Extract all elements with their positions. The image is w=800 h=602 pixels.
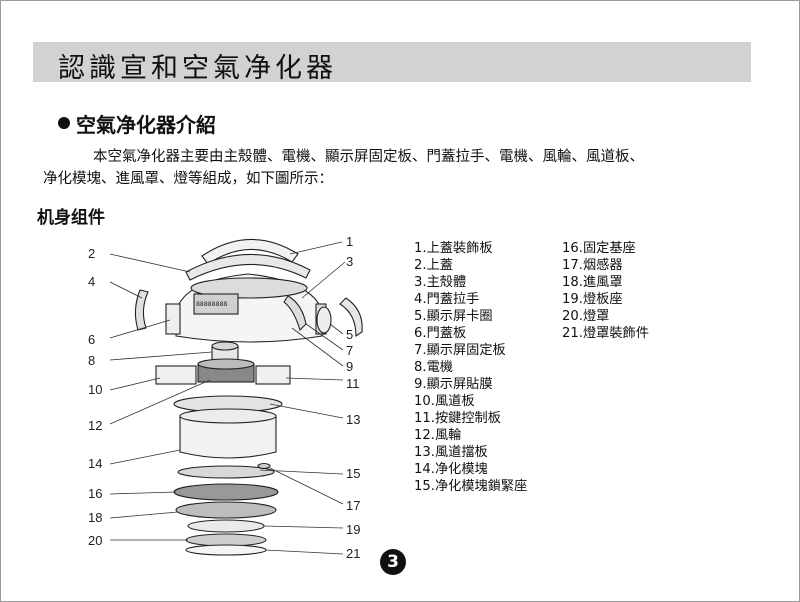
intro-line-2: 净化模塊、進風罩、燈等組成，如下圖所示： xyxy=(43,171,333,187)
part-item: 8.電機 xyxy=(414,360,453,375)
intro-paragraph: 本空氣净化器主要由主殼體、電機、顯示屏固定板、門蓋拉手、電機、風輪、風道板、 净… xyxy=(43,146,763,190)
parts-list-col2: 16.固定基座 17.烟感器 18.進風罩 19.燈板座 20.燈罩 21.燈罩… xyxy=(562,240,649,342)
display-bracket xyxy=(339,297,363,338)
callout-17: 17 xyxy=(346,498,360,513)
filter-top xyxy=(179,408,277,424)
intro-line-1: 本空氣净化器主要由主殼體、電機、顯示屏固定板、門蓋拉手、電機、風輪、風道板、 xyxy=(93,149,644,165)
title-bar xyxy=(33,42,751,82)
part-item: 12.風輪 xyxy=(414,428,462,443)
callout-2: 2 xyxy=(88,246,95,261)
callout-21: 21 xyxy=(346,546,360,561)
callout-9: 9 xyxy=(346,359,353,374)
inlet-cover xyxy=(175,501,277,519)
callout-20: 20 xyxy=(88,533,102,548)
parts-heading: 机身组件 xyxy=(37,208,105,228)
part-item: 20.燈罩 xyxy=(562,309,610,324)
top-lid xyxy=(185,253,311,281)
part-item: 9.顯示屏貼膜 xyxy=(414,377,493,392)
part-item: 6.門蓋板 xyxy=(414,326,467,341)
callout-18: 18 xyxy=(88,510,102,525)
callout-11: 11 xyxy=(346,376,360,391)
callout-15: 15 xyxy=(346,466,360,481)
shell-left-panel xyxy=(165,303,181,335)
key-board-right xyxy=(255,365,291,385)
part-item: 18.進風罩 xyxy=(562,275,623,290)
callout-8: 8 xyxy=(88,353,95,368)
callout-13: 13 xyxy=(346,412,360,427)
part-item: 2.上蓋 xyxy=(414,258,453,273)
bullet-icon xyxy=(58,117,70,129)
fixed-base xyxy=(173,483,279,501)
part-item: 14.净化模塊 xyxy=(414,462,488,477)
part-item: 13.風道擋板 xyxy=(414,445,488,460)
page-title: 認識宣和空氣净化器 xyxy=(58,53,337,84)
part-item: 5.顯示屏卡圈 xyxy=(414,309,493,324)
part-item: 7.顯示屏固定板 xyxy=(414,343,506,358)
filter-lock-seat xyxy=(177,465,275,479)
callout-10: 10 xyxy=(88,382,102,397)
display-window xyxy=(193,293,239,315)
motor-top xyxy=(211,341,239,351)
page-number: 3 xyxy=(380,549,406,575)
part-item: 10.風道板 xyxy=(414,394,475,409)
shell-top-ring xyxy=(190,277,308,299)
callout-19: 19 xyxy=(346,522,360,537)
door-handle xyxy=(134,289,149,331)
part-item: 21.燈罩裝飾件 xyxy=(562,326,649,341)
part-item: 11.按鍵控制板 xyxy=(414,411,501,426)
display-ring xyxy=(316,306,332,334)
callout-4: 4 xyxy=(88,274,95,289)
callout-6: 6 xyxy=(88,332,95,347)
parts-list-col1: 1.上蓋裝飾板 2.上蓋 3.主殼體 4.門蓋拉手 5.顯示屏卡圈 6.門蓋板 … xyxy=(414,240,527,495)
part-item: 16.固定基座 xyxy=(562,241,636,256)
part-item: 15.净化模塊鎖緊座 xyxy=(414,479,528,494)
display-panel xyxy=(283,295,307,332)
display-label: 88888888 xyxy=(196,300,227,308)
lamp-cover xyxy=(185,533,267,547)
part-item: 19.燈板座 xyxy=(562,292,623,307)
callout-14: 14 xyxy=(88,456,102,471)
part-item: 3.主殼體 xyxy=(414,275,467,290)
part-item: 1.上蓋裝飾板 xyxy=(414,241,493,256)
exploded-diagram: 88888888 xyxy=(88,234,363,561)
callout-16: 16 xyxy=(88,486,102,501)
callout-7: 7 xyxy=(346,343,353,358)
part-item: 17.烟感器 xyxy=(562,258,623,273)
top-decor-plate xyxy=(201,238,299,265)
section-title: 空氣净化器介紹 xyxy=(76,113,216,137)
callout-3: 3 xyxy=(346,254,353,269)
callout-5: 5 xyxy=(346,327,353,342)
smoke-sensor xyxy=(257,462,271,470)
fan-wheel-top xyxy=(197,358,255,370)
part-item: 4.門蓋拉手 xyxy=(414,292,480,307)
lamp-decor xyxy=(185,544,267,556)
callout-1: 1 xyxy=(346,234,353,249)
duct-plate-left xyxy=(155,365,197,385)
lamp-board xyxy=(187,519,265,533)
callout-12: 12 xyxy=(88,418,102,433)
